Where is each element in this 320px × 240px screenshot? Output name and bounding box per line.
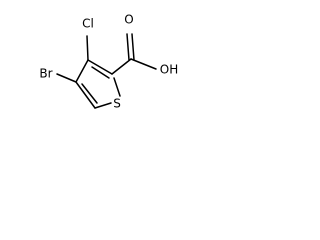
- bond-c-oh: [130, 58, 157, 70]
- molecule-diagram: Cl Br S O OH: [39, 13, 178, 111]
- bond-c3-cl: [86, 35, 89, 61]
- bond-c3-c4: [75, 59, 89, 83]
- bond-c-o-double-2: [131, 33, 135, 61]
- atom-sulfur-label: S: [113, 97, 121, 111]
- atom-chlorine-label: Cl: [82, 17, 94, 31]
- bond-c4-br: [56, 73, 77, 83]
- structure-canvas: Cl Br S O OH: [0, 0, 204, 122]
- bond-s-c2: [113, 77, 121, 97]
- bond-c3-c2: [87, 59, 113, 75]
- bond-c4-c5-inner: [81, 83, 98, 104]
- atom-bromine-label: Br: [39, 67, 52, 81]
- bond-c5-s: [94, 102, 112, 109]
- bond-c3-c2-inner: [91, 66, 110, 79]
- bond-c4-c5: [75, 81, 96, 109]
- bond-c-o-double-1: [126, 33, 130, 61]
- bond-c2-cacid: [111, 58, 132, 75]
- atom-hydroxyl-label: OH: [160, 63, 178, 77]
- atom-oxygen-label: O: [124, 13, 133, 27]
